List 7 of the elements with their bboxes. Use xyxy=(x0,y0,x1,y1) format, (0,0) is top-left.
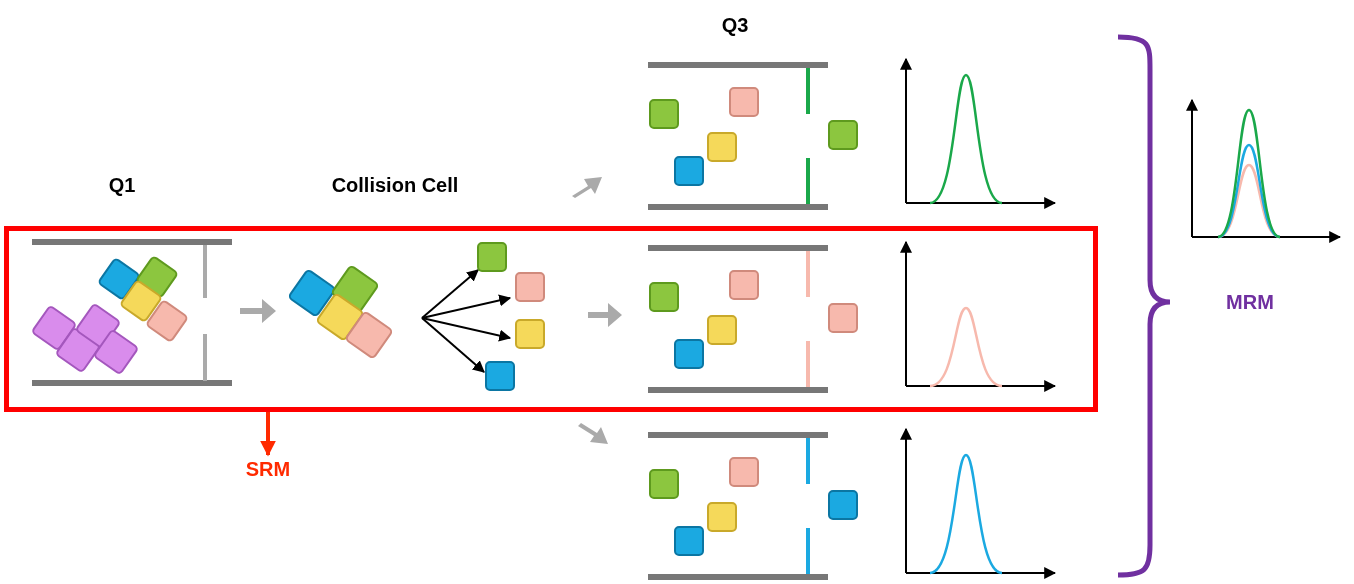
stage-label: Collision Cell xyxy=(331,174,459,197)
mode-label: MRM xyxy=(1226,291,1274,314)
arrow xyxy=(260,412,276,457)
mode-label: SRM xyxy=(245,458,291,481)
highlight-frame xyxy=(4,226,1098,412)
stage-label: Q1 xyxy=(108,174,136,197)
stage-label: Q3 xyxy=(721,14,749,37)
